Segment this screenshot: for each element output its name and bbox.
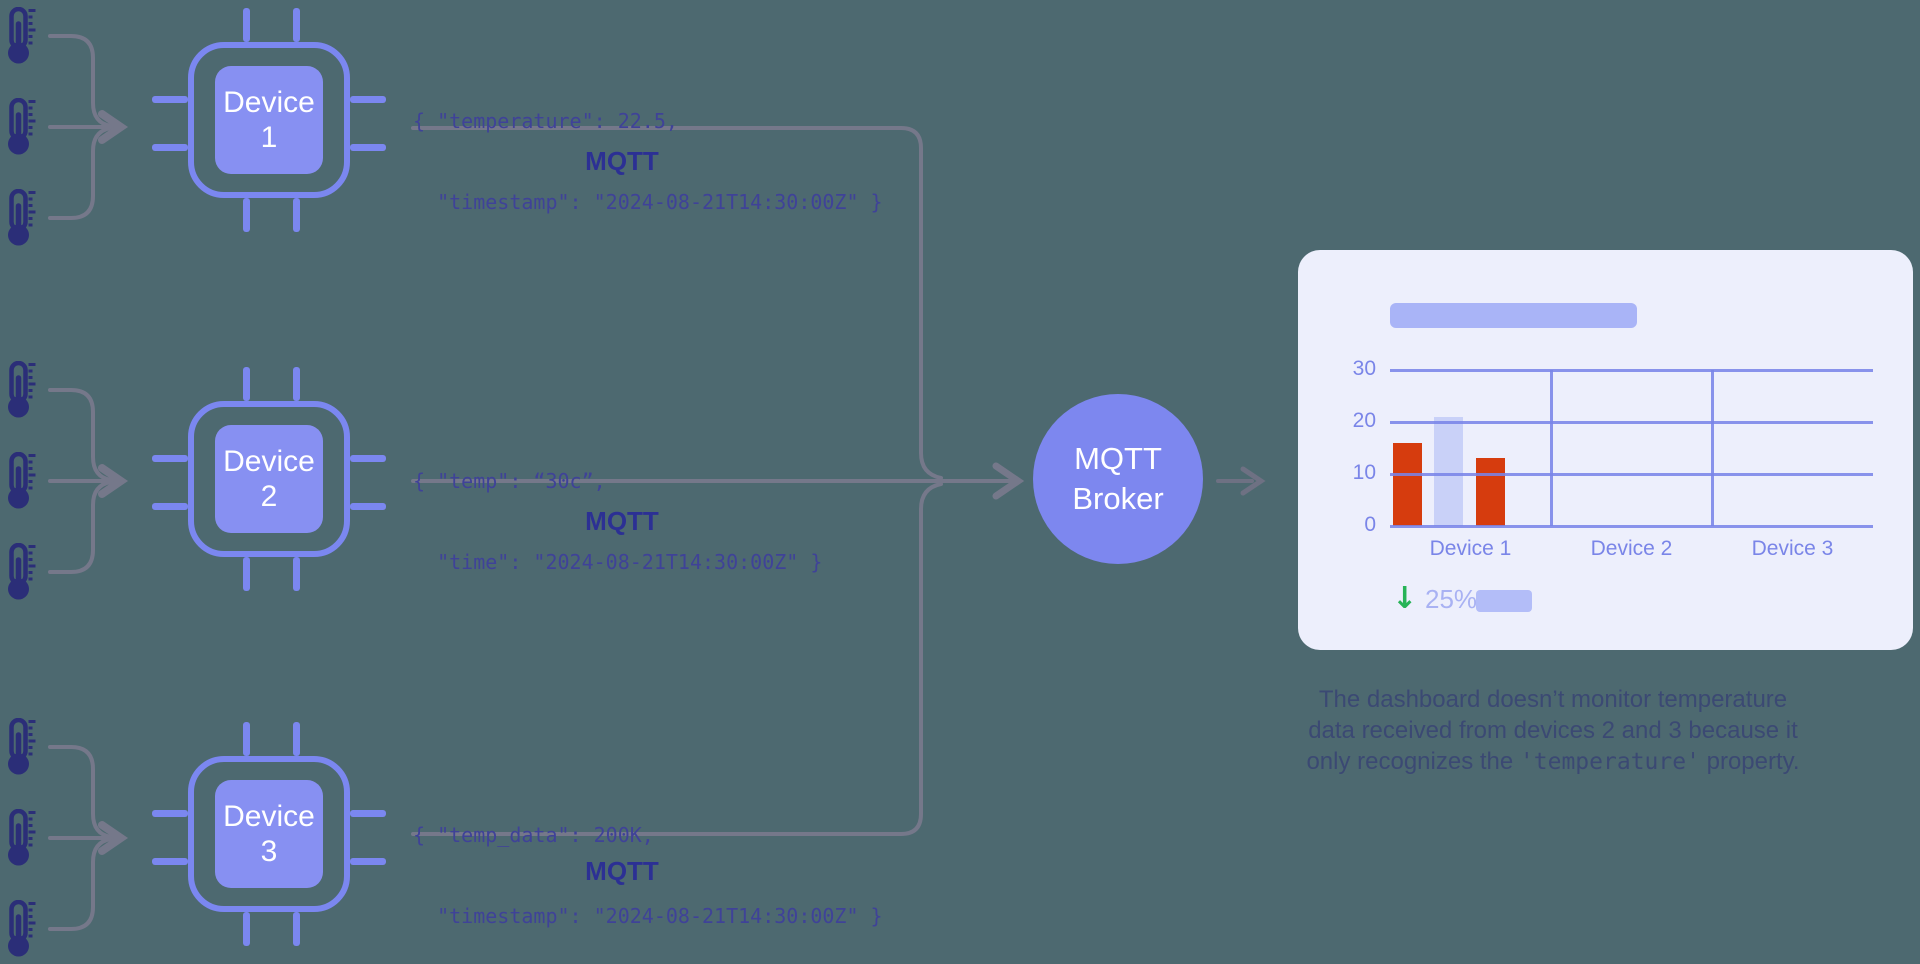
chip-pin <box>350 144 386 151</box>
device-3-payload: { "temp_data": 200K, "timestamp": "2024-… <box>413 768 883 957</box>
broker-label-line2: Broker <box>1072 481 1164 516</box>
chip-pin <box>350 96 386 103</box>
category-divider <box>1710 370 1714 526</box>
chip-pin <box>243 8 250 42</box>
chip-pin <box>152 96 188 103</box>
chip-pin <box>152 144 188 151</box>
device-2-protocol-label: MQTT <box>585 506 659 536</box>
caption-line: data received from devices 2 and 3 becau… <box>1308 717 1798 744</box>
chip-pin <box>350 503 386 510</box>
chip-pin <box>350 858 386 865</box>
chart-bar <box>1393 442 1422 526</box>
legend-placeholder-chip <box>1476 590 1532 612</box>
payload-line: "time": "2024-08-21T14:30:00Z" } <box>413 550 823 574</box>
broker-to-dashboard-arrow <box>1216 466 1266 496</box>
payload-line: "timestamp": "2024-08-21T14:30:00Z" } <box>413 904 883 928</box>
caption-line: The dashboard doesn’t monitor temperatur… <box>1318 686 1788 713</box>
gridline <box>1390 368 1873 372</box>
chip-pin <box>293 912 300 946</box>
chart-bar <box>1476 458 1505 526</box>
y-axis-tick-label: 30 <box>1352 357 1376 380</box>
merge-arrowhead-icon <box>98 821 129 855</box>
chip-pin <box>243 198 250 232</box>
device-2-label: Device 2 <box>223 445 315 513</box>
chip-pin <box>350 810 386 817</box>
payload-line: { "temperature": 22.5, <box>413 109 678 133</box>
device-1-core: Device 1 <box>215 66 323 174</box>
sensor-merge-bracket-3 <box>48 745 129 931</box>
device-3-label: Device 3 <box>223 800 315 868</box>
chip-pin <box>243 722 250 756</box>
device-1-chip: Device 1 <box>152 8 386 232</box>
y-axis-tick-label: 10 <box>1352 461 1376 484</box>
mqtt-broker-node: MQTT Broker <box>1033 394 1203 564</box>
payload-line: { "temp": “30c”, <box>413 469 606 493</box>
chart-bar <box>1434 416 1463 526</box>
caption: The dashboard doesn’t monitor temperatur… <box>1233 684 1873 778</box>
device-3-chip: Device 3 <box>152 722 386 946</box>
chip-pin <box>293 367 300 401</box>
chip-pin <box>152 810 188 817</box>
x-axis-category-label: Device 3 <box>1751 537 1834 560</box>
device-2-core: Device 2 <box>215 425 323 533</box>
thermometer-icon <box>8 718 36 776</box>
thermometer-icon <box>8 543 36 601</box>
device-1-payload: { "temperature": 22.5, "timestamp": "202… <box>413 54 883 243</box>
chip-pin <box>293 8 300 42</box>
chip-pin <box>152 503 188 510</box>
chip-pin <box>152 858 188 865</box>
chip-pin <box>293 198 300 232</box>
sensor-merge-bracket-1 <box>48 34 129 220</box>
gridline <box>1390 472 1873 476</box>
device-1-protocol-label: MQTT <box>585 146 659 176</box>
trend-down-arrow-icon: ↓ <box>1392 581 1418 616</box>
thermometer-icon <box>8 189 36 247</box>
merge-arrowhead-icon <box>98 110 129 144</box>
chip-pin <box>293 557 300 591</box>
category-divider <box>1549 370 1553 526</box>
x-axis-category-label: Device 2 <box>1590 537 1673 560</box>
chip-pin <box>243 912 250 946</box>
caption-code-token: 'temperature' <box>1519 749 1700 775</box>
x-axis-category-label: Device 1 <box>1429 537 1512 560</box>
thermometer-icon <box>8 98 36 156</box>
gridline <box>1390 524 1873 528</box>
payload-line: "timestamp": "2024-08-21T14:30:00Z" } <box>413 190 883 214</box>
chip-pin <box>243 367 250 401</box>
broker-label-line1: MQTT <box>1074 441 1162 476</box>
device-3-core: Device 3 <box>215 780 323 888</box>
device-2-chip: Device 2 <box>152 367 386 591</box>
chip-pin <box>293 722 300 756</box>
caption-line: only recognizes the 'temperature' proper… <box>1306 748 1800 775</box>
chip-pin <box>243 557 250 591</box>
chip-pin <box>152 455 188 462</box>
y-axis-tick-label: 0 <box>1364 513 1376 536</box>
broker-arrowhead-icon <box>992 462 1025 500</box>
chart-title-placeholder <box>1390 303 1637 328</box>
thermometer-icon <box>8 361 36 419</box>
device-2-payload: { "temp": “30c”, "time": "2024-08-21T14:… <box>413 414 822 603</box>
gridline <box>1390 420 1873 424</box>
sensor-merge-bracket-2 <box>48 388 129 574</box>
device-1-label: Device 1 <box>223 86 315 154</box>
thermometer-icon <box>8 900 36 958</box>
payload-line: { "temp_data": 200K, <box>413 823 654 847</box>
device-3-protocol-label: MQTT <box>585 856 659 886</box>
dashboard-arrowhead-icon <box>1240 466 1266 496</box>
merge-arrowhead-icon <box>98 464 129 498</box>
y-axis-tick-label: 20 <box>1352 409 1376 432</box>
thermometer-icon <box>8 452 36 510</box>
chip-pin <box>350 455 386 462</box>
trend-percentage: 25% <box>1425 584 1478 614</box>
thermometer-icon <box>8 7 36 65</box>
thermometer-icon <box>8 809 36 867</box>
